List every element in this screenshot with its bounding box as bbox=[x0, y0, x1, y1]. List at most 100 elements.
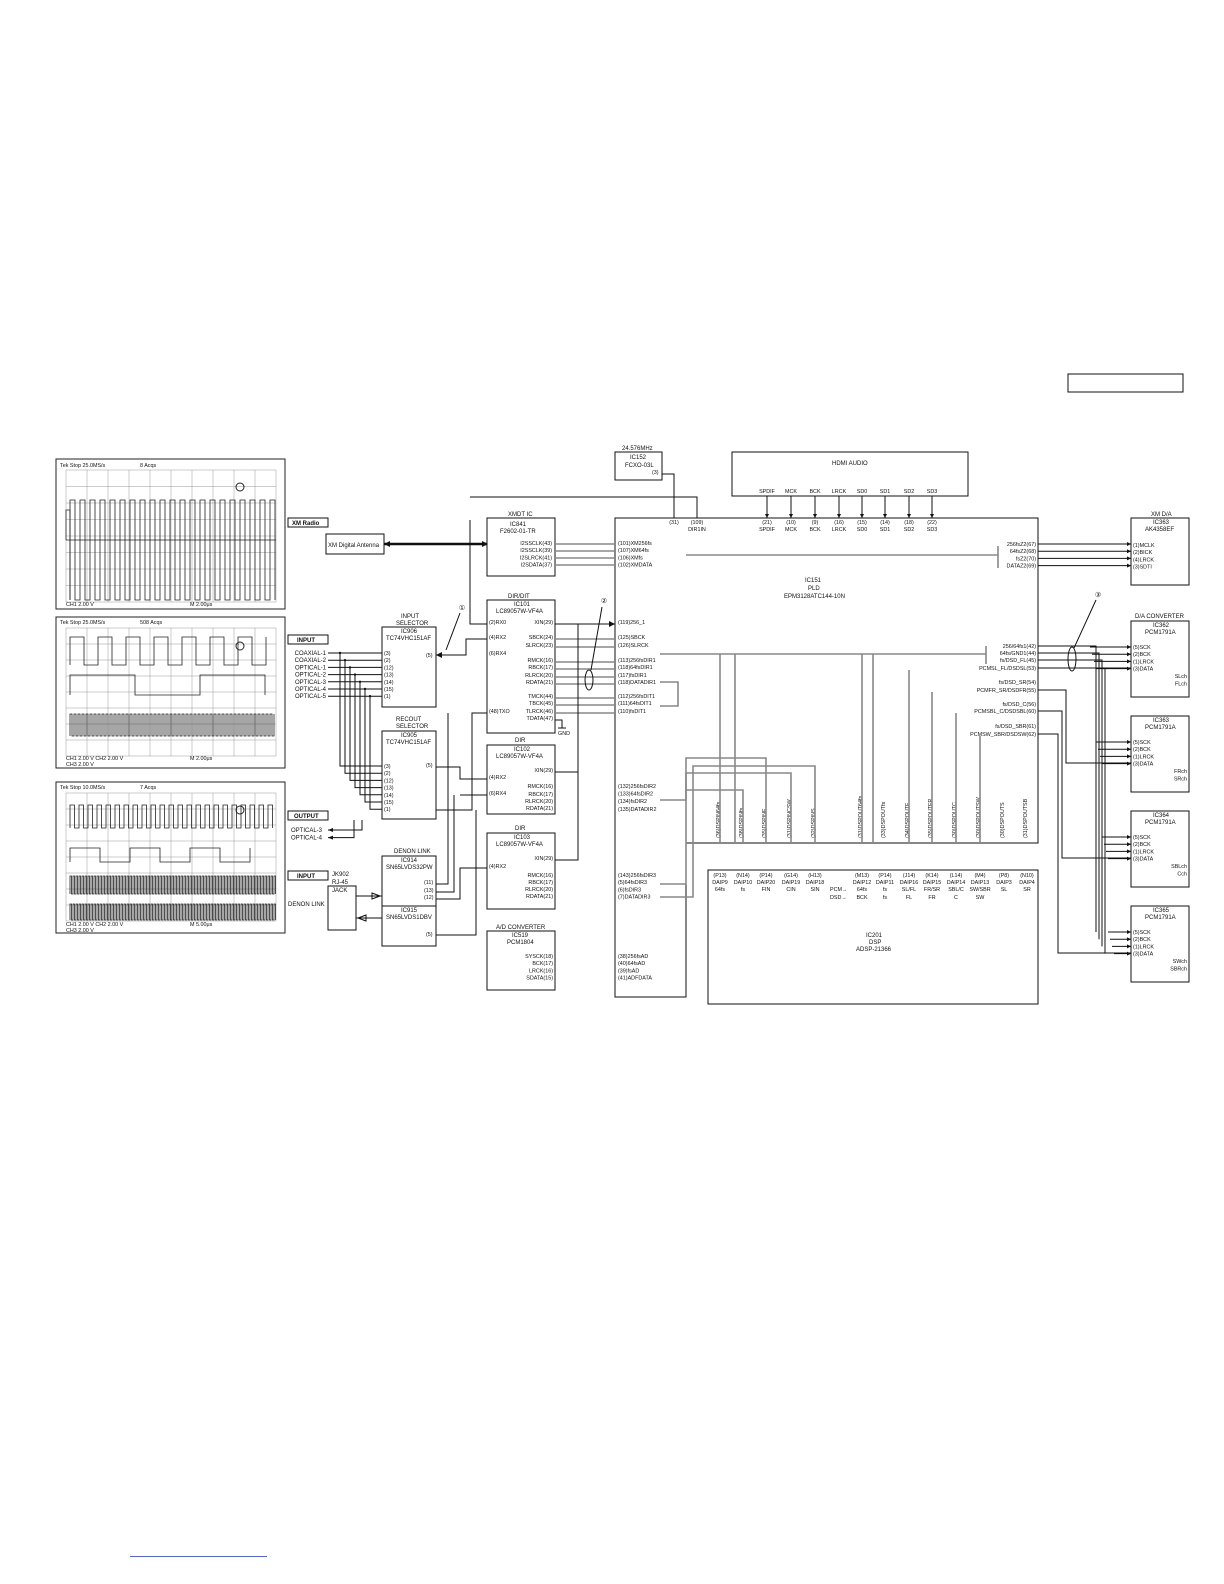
dsp-function-dsd: FL bbox=[906, 895, 912, 901]
dsp-pin: (J14) bbox=[903, 873, 915, 879]
dir-ic101: DIR/DIT IC101 LC89057W-VF4A (2)RX0(4)RX2… bbox=[486, 594, 570, 737]
hdmi-signal: SD3 bbox=[927, 489, 938, 495]
dsp-pin: (H13) bbox=[808, 873, 822, 879]
dir-ic103: DIR IC103 LC89057W-VF4A (4)RX2XIN(29)RMC… bbox=[486, 826, 556, 910]
dac-channel: SWch bbox=[1173, 959, 1187, 965]
pld-top-pin: (109) bbox=[691, 520, 704, 526]
svg-text:INPUT: INPUT bbox=[297, 874, 315, 880]
dac-pin: (3)DATA bbox=[1133, 667, 1154, 673]
selector-pin: (13) bbox=[384, 673, 394, 679]
svg-text:IC915: IC915 bbox=[401, 908, 418, 914]
pld-dir1-pin: (119)256_1 bbox=[618, 620, 645, 626]
pld-dsp-pin: (31)DSPOUTSB bbox=[1023, 798, 1029, 838]
dsp-daip: DAIP12 bbox=[853, 880, 872, 886]
dac-channel: SBRch bbox=[1170, 967, 1187, 973]
dac-pin: (3)DATA bbox=[1133, 952, 1154, 958]
dsp-daip: DAIP18 bbox=[806, 880, 825, 886]
dac-pin: (3)DATA bbox=[1133, 762, 1154, 768]
selector-pin: (3) bbox=[384, 651, 391, 657]
recout-selector-ic905: RECOUT SELECTOR IC905 TC74VHC151AF (5) (… bbox=[381, 717, 437, 820]
pld-dir3-pin: (5)64fsDIR3 bbox=[618, 880, 647, 886]
dac-channel: FLch bbox=[1175, 682, 1187, 688]
pld-ad-pin: (40)64fsAD bbox=[618, 961, 645, 967]
dir-input-pin: (4)RX2 bbox=[489, 635, 506, 641]
xm-da-ic363: XM D/A IC363 AK4358EF (1)MCLK(2)BICK(4)L… bbox=[1130, 512, 1190, 586]
svg-text:IC102: IC102 bbox=[514, 747, 531, 753]
dsp-daip: DAIP19 bbox=[782, 880, 801, 886]
dac-pin: (5)SCK bbox=[1133, 930, 1151, 936]
svg-text:(5): (5) bbox=[426, 932, 433, 938]
pld-top-pin: (10) bbox=[786, 520, 796, 526]
oscilloscope-2: Tek Stop 25.0MS/s 508 Acqs CH1 2.00 V CH… bbox=[55, 616, 286, 769]
dsp-daip: DAIP16 bbox=[900, 880, 919, 886]
dac-pin: (1)LRCK bbox=[1133, 944, 1154, 950]
dir-output-pin: RLRCK(20) bbox=[525, 673, 553, 679]
pld-top-pin: (22) bbox=[927, 520, 937, 526]
xmdt-pin: I2SLRCK(41) bbox=[520, 555, 552, 561]
dsp-daip: DAIP3 bbox=[996, 880, 1012, 886]
dsp-function-dsd: C bbox=[954, 895, 958, 901]
digital-inputs: COAXIAL-1COAXIAL-2OPTICAL-1OPTICAL-2OPTI… bbox=[295, 651, 327, 700]
dsp-function-dsd: fs bbox=[883, 895, 887, 901]
dac-channel: SLch bbox=[1175, 674, 1187, 680]
pld-dir1-pin: (110)fsDIT1 bbox=[618, 709, 646, 715]
dac-ic365: IC365PCM1791A(5)SCK(2)BCK(1)LRCK(3)DATAS… bbox=[1130, 905, 1190, 983]
ad-pin: SYSCK(18) bbox=[525, 954, 553, 960]
pld-top-pin: (18) bbox=[904, 520, 914, 526]
pld-top-signal: DIR1IN bbox=[688, 527, 706, 533]
selector-pin: (12) bbox=[384, 665, 394, 671]
dac-pin: (1)LRCK bbox=[1133, 659, 1154, 665]
dac-channel: SBLch bbox=[1171, 864, 1187, 870]
selector-pin: (2) bbox=[384, 771, 391, 777]
xmdt-pin: I2SDATA(37) bbox=[521, 563, 552, 569]
oscilloscope-1: Tek Stop 25.0MS/s 8 Acqs CH1 2.00 V M 2.… bbox=[55, 458, 286, 610]
dir-output-pin: XIN(29) bbox=[534, 620, 553, 626]
input-label: COAXIAL-2 bbox=[295, 658, 327, 664]
dsp-function: FR/SR bbox=[924, 887, 940, 893]
dir-output-pin: TDATA(47) bbox=[527, 716, 554, 722]
dir-input-pin: (2)RX0 bbox=[489, 620, 506, 626]
svg-text:XM Digital Antenna: XM Digital Antenna bbox=[328, 543, 380, 549]
dac-ic364: IC364PCM1791A(5)SCK(2)BCK(1)LRCK(3)DATAS… bbox=[1130, 810, 1190, 888]
pld-ic151: IC151 PLD EPM3128ATC144-10N (31)(109)(21… bbox=[614, 517, 1039, 998]
dsp-function: SR bbox=[1023, 887, 1031, 893]
pld-dir3-pin: (143)256fsDIR3 bbox=[618, 873, 656, 879]
pld-xm-out: DATAZ2(69) bbox=[1007, 564, 1037, 570]
output-label: OPTICAL-3 bbox=[291, 828, 323, 834]
svg-text:(5): (5) bbox=[426, 653, 433, 659]
selector-pin: (14) bbox=[384, 793, 394, 799]
pld-xm-pin: (102)XMDATA bbox=[618, 563, 653, 569]
pld-da-out: fs/DSD_FL(45) bbox=[1000, 658, 1036, 664]
pld-dir1-pin: (125)SBCK bbox=[618, 635, 646, 641]
dir-output-pin: TLRCK(46) bbox=[526, 709, 553, 715]
dir-input-pin: (4)RX2 bbox=[489, 864, 506, 870]
svg-text:A/D CONVERTER: A/D CONVERTER bbox=[496, 925, 546, 931]
pld-dsp-pin: (30)DSPOUTC bbox=[952, 802, 958, 838]
svg-text:EPM3128ATC144-10N: EPM3128ATC144-10N bbox=[784, 594, 845, 600]
svg-text:XMDT IC: XMDT IC bbox=[508, 512, 533, 518]
dir-output-pin: TMCK(44) bbox=[528, 694, 553, 700]
dac-ref: IC365 bbox=[1153, 908, 1170, 914]
oscilloscope-3: Tek Stop 10.0MS/s 7 Acqs CH1 2.00 V CH2 … bbox=[55, 781, 286, 934]
selector-pin: (13) bbox=[384, 786, 394, 792]
osc-time: M 2.00μs bbox=[190, 756, 213, 762]
pld-dir3-pin: (6)fsDIR3 bbox=[618, 887, 641, 893]
dsp-daip: DAIP15 bbox=[923, 880, 942, 886]
pld-ad-pin: (39)fsAD bbox=[618, 968, 639, 974]
input-label: OPTICAL-1 bbox=[295, 665, 327, 671]
pld-da-out: 256/64fs1(42) bbox=[1003, 644, 1036, 650]
dac-pin: (2)BCK bbox=[1133, 842, 1151, 848]
pld-dsp-pin: (30)DSPOUTS bbox=[1000, 802, 1006, 838]
pld-top-signal: SD0 bbox=[857, 527, 868, 533]
svg-text:(13): (13) bbox=[424, 888, 434, 894]
pld-xm-pin: (101)XM256fs bbox=[618, 541, 652, 547]
tag-output: OUTPUT bbox=[287, 810, 329, 821]
pld-xm-pin: (107)XM64fs bbox=[618, 548, 649, 554]
svg-text:(5): (5) bbox=[426, 763, 433, 769]
selector-pin: (1) bbox=[384, 807, 391, 813]
hdmi-signal: SD1 bbox=[880, 489, 891, 495]
pld-da-out: PCMFR_SR/DSDFR(55) bbox=[977, 688, 1037, 694]
pld-da-out: PCMSL_FL/DSDSL(53) bbox=[979, 666, 1036, 672]
pld-da-out: 64fs/GND1(44) bbox=[1000, 651, 1036, 657]
